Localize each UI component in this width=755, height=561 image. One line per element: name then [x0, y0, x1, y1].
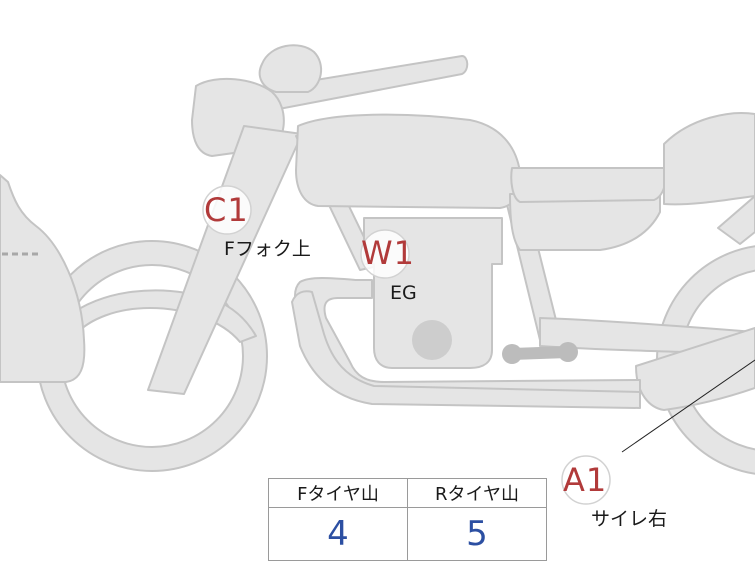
marker-circles	[202, 185, 611, 505]
front-tire-tread-value: 4	[268, 507, 408, 561]
rear-cowl	[663, 112, 755, 206]
marker-caption-c1: Fフォク上	[224, 238, 311, 260]
muffler	[635, 327, 755, 411]
marker-code-c1: C1	[204, 191, 249, 229]
leader-line-a1	[621, 359, 755, 453]
marker-caption-w1: EG	[390, 282, 417, 304]
tire-tread-value-row: 4 5	[268, 507, 547, 561]
exhaust-pipe-lower	[291, 290, 641, 409]
rear-tire-tread-header: Rタイヤ山	[407, 478, 547, 508]
tire-tread-table: Fタイヤ山 Rタイヤ山 4 5	[268, 478, 547, 561]
footpeg-left	[502, 344, 522, 364]
front-fork	[147, 125, 303, 395]
engine-cover	[412, 320, 452, 360]
marker-caption-a1: サイレ右	[591, 508, 668, 530]
fuel-tank	[295, 113, 522, 209]
front-fairing	[0, 174, 86, 383]
footpeg-right	[558, 342, 578, 362]
seat	[510, 167, 667, 203]
rear-shock	[717, 195, 755, 245]
marker-circle-w1	[360, 229, 410, 279]
marker-circle-c1	[202, 185, 252, 235]
speedometer	[258, 44, 323, 93]
marker-code-w1: W1	[361, 234, 415, 272]
motorcycle-silhouette	[0, 44, 755, 475]
side-cover	[509, 193, 661, 251]
marker-circle-a1	[561, 455, 611, 505]
footpeg-bar	[512, 346, 568, 360]
rear-tire-tread-value: 5	[407, 507, 547, 561]
front-tire-tread-header: Fタイヤ山	[268, 478, 408, 508]
tire-tread-header-row: Fタイヤ山 Rタイヤ山	[268, 478, 547, 508]
marker-code-a1: A1	[563, 461, 608, 499]
